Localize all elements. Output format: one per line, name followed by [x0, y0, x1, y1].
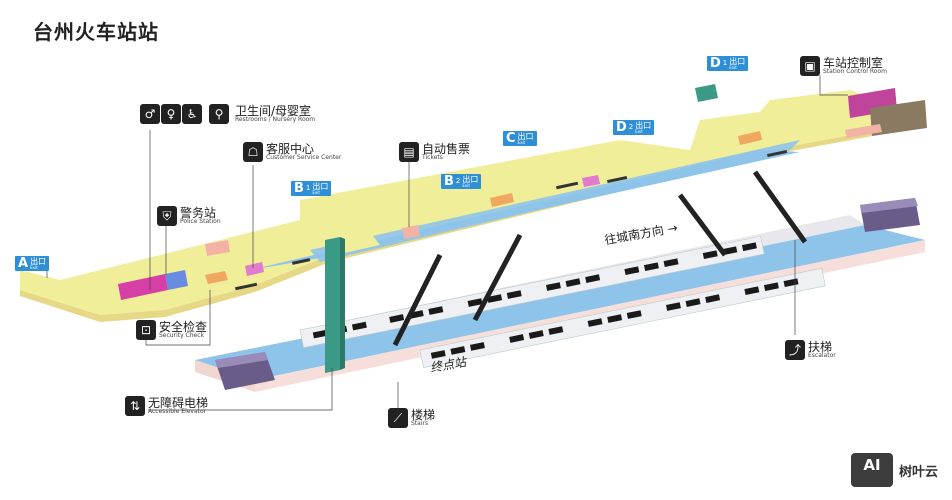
- tickets-label: 自动售票: [422, 141, 471, 156]
- security-en: Security Check: [159, 332, 205, 340]
- exit-letter: B: [444, 174, 454, 189]
- customer-service-label: 客服中心: [266, 141, 315, 156]
- elevator-shaft: [325, 84, 718, 373]
- passage-b1: [300, 200, 380, 255]
- escalator-label: 扶梯: [808, 339, 833, 354]
- service-block: [402, 225, 420, 239]
- exit-en: Exit: [312, 189, 320, 195]
- security-label: 安全检查: [159, 319, 208, 334]
- tickets-en: Tickets: [422, 154, 443, 162]
- exit-label: 出口: [517, 131, 534, 141]
- brand-logo: AI 树叶云: [851, 453, 938, 487]
- platform-floor: [195, 225, 925, 380]
- exit-en: Exit: [517, 139, 526, 145]
- control-pink: [845, 124, 882, 138]
- exit-letter: B: [294, 181, 304, 196]
- magenta-block-ticket: [582, 175, 600, 187]
- magenta-block-a: [118, 274, 168, 300]
- escalator-en: Escalator: [808, 352, 836, 360]
- concourse-floor: [20, 90, 905, 315]
- exit-sub: 1: [722, 59, 728, 67]
- control-room-en: Station Control Room: [823, 68, 887, 76]
- elevator-en: Accessible Elevator: [148, 408, 207, 416]
- customer-service-en: Customer Service Center: [266, 154, 342, 162]
- ticket-gate-2: [490, 193, 514, 207]
- logo-text: 树叶云: [899, 464, 939, 480]
- escalator-icon: ⤴: [785, 340, 805, 360]
- exit-letter: C: [506, 131, 516, 146]
- man-icon: ♂: [140, 104, 160, 124]
- concourse-level: [20, 90, 905, 322]
- nursery-icon: ⚲: [209, 104, 229, 124]
- exit-letter: D: [710, 56, 721, 71]
- exit-label: 出口: [462, 174, 479, 184]
- page-title: 台州火车站站: [33, 20, 159, 44]
- concourse-blue-center: [310, 140, 800, 262]
- exit-en: Exit: [635, 128, 643, 134]
- exit-sub: 1: [305, 184, 311, 192]
- exit-en: Exit: [729, 64, 737, 70]
- exit-letter: A: [18, 256, 29, 271]
- exit-label: 出口: [729, 56, 746, 66]
- service-desk-icon: ☖: [243, 142, 263, 162]
- elevator-icon: ⇅: [125, 396, 145, 416]
- exit-label: 出口: [312, 181, 329, 191]
- exit-letter: D: [616, 120, 627, 135]
- elevator-label: 无障碍电梯: [148, 395, 209, 410]
- passage-c: [520, 152, 600, 188]
- restrooms-en: Restrooms / Nursery Room: [235, 116, 316, 124]
- exit-label: 出口: [30, 256, 47, 266]
- accessible-toilet-icon: ♿: [182, 104, 202, 124]
- exit-sub: 2: [628, 123, 634, 131]
- ticket-machine-icon: ▤: [399, 142, 419, 162]
- escalators: [392, 170, 808, 347]
- woman-icon: ♀: [161, 104, 181, 124]
- logo-mark: AI: [851, 453, 893, 487]
- concourse-objects: [118, 88, 927, 300]
- ticket-gate-3: [738, 131, 762, 145]
- stairs-icon: ⟋: [388, 408, 408, 428]
- police-label: 警务站: [180, 205, 217, 220]
- stairs-label: 楼梯: [411, 407, 436, 422]
- restrooms-label: 卫生间/母婴室: [235, 103, 312, 118]
- elevator-top: [695, 84, 718, 102]
- exit-label: 出口: [635, 120, 652, 130]
- police-icon: ⛨: [157, 206, 177, 226]
- exit-en: Exit: [462, 182, 470, 188]
- control-room-icon: ▣: [800, 56, 820, 76]
- stairs-en: Stairs: [411, 420, 429, 428]
- police-en: Police Station: [180, 218, 221, 226]
- exit-en: Exit: [30, 264, 38, 270]
- trains: [299, 235, 826, 368]
- magenta-block-cs: [245, 262, 264, 276]
- police-block: [205, 240, 230, 256]
- ticket-gate-1: [205, 271, 228, 284]
- leader-lines: [46, 75, 848, 420]
- security-check-icon: ⊡: [136, 320, 156, 340]
- exit-sub: 2: [455, 177, 461, 185]
- control-room-label: 车站控制室: [823, 55, 884, 70]
